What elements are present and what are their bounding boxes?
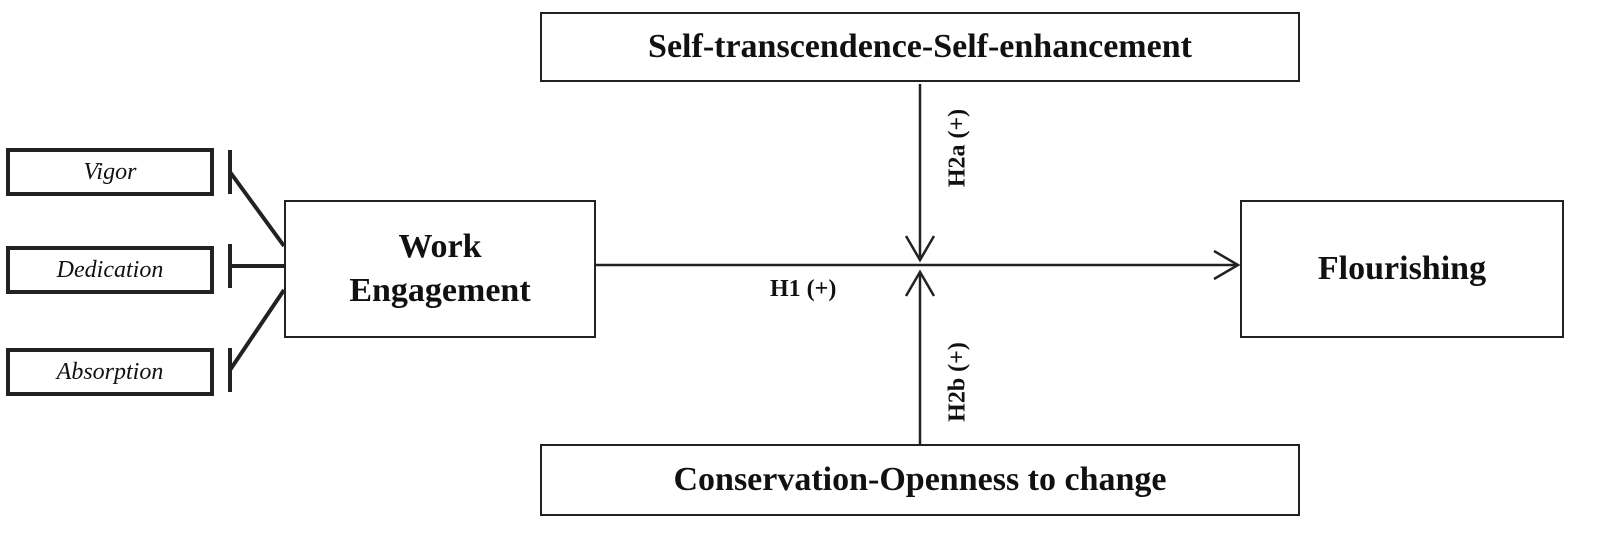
flourishing-label: Flourishing [1317, 250, 1487, 287]
work-engagement-box: Work Engagement [284, 200, 596, 338]
dedication-box: Dedication [6, 246, 214, 294]
h2b-label: H2b (+) [944, 342, 971, 422]
h2b-arrowhead [904, 269, 936, 297]
dedication-label: Dedication [56, 256, 164, 283]
vigor-label: Vigor [83, 158, 137, 185]
absorption-box: Absorption [6, 348, 214, 396]
vigor-box: Vigor [6, 148, 214, 196]
absorption-connector [228, 288, 286, 372]
conservation-label: Conservation-Openness to change [673, 461, 1167, 498]
h1-label: H1 (+) [770, 276, 837, 302]
h2a-arrowhead [904, 235, 936, 263]
self-transcendence-label: Self-transcendence-Self-enhancement [648, 28, 1192, 65]
work-engagement-label-line2: Engagement [349, 272, 531, 309]
absorption-label: Absorption [56, 358, 164, 385]
work-engagement-label-line1: Work [398, 228, 482, 265]
h1-arrowhead [1213, 249, 1241, 281]
h2a-label: H2a (+) [944, 108, 971, 188]
flourishing-box: Flourishing [1240, 200, 1564, 338]
vigor-connector [228, 170, 286, 248]
self-transcendence-box: Self-transcendence-Self-enhancement [540, 12, 1300, 82]
conservation-box: Conservation-Openness to change [540, 444, 1300, 516]
